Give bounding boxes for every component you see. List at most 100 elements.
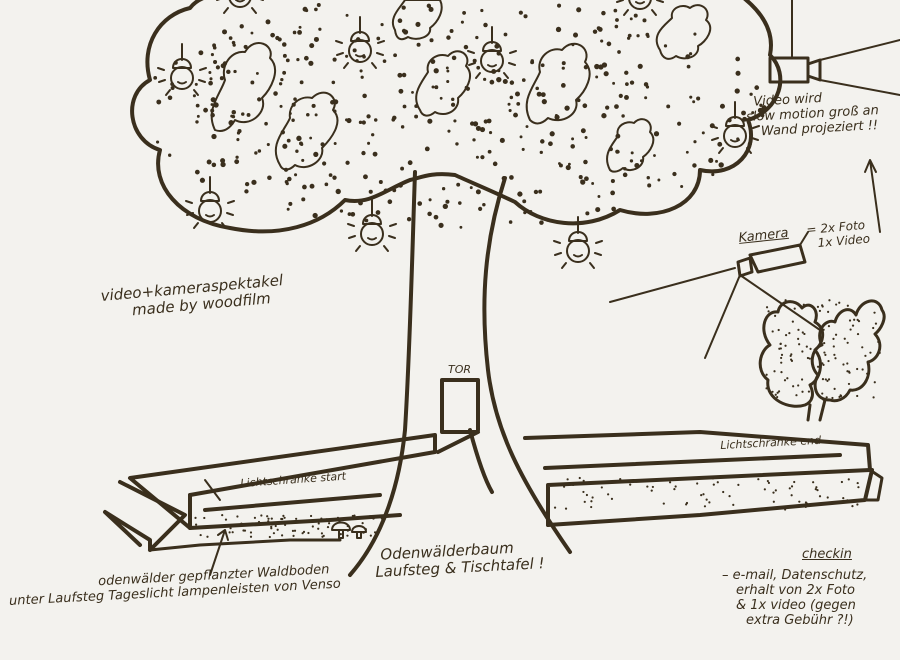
texture-dot xyxy=(734,88,740,94)
texture-dot xyxy=(293,529,297,532)
texture-dot xyxy=(475,35,479,40)
texture-dot xyxy=(823,351,826,354)
bulb-group xyxy=(157,0,760,269)
texture-dot xyxy=(236,138,240,142)
texture-dot xyxy=(291,529,295,532)
light-bulb-icon xyxy=(157,43,207,96)
texture-dot xyxy=(239,24,244,29)
texture-dot xyxy=(614,480,617,483)
texture-dot xyxy=(274,524,277,528)
texture-dot xyxy=(221,514,224,517)
texture-dot xyxy=(282,70,287,75)
texture-dot xyxy=(206,535,209,538)
texture-dot xyxy=(508,108,512,113)
texture-dot xyxy=(629,483,632,486)
texture-dot xyxy=(442,203,449,210)
texture-dot xyxy=(811,389,814,392)
texture-dot xyxy=(320,517,323,520)
texture-dot xyxy=(320,532,324,535)
camera-leader xyxy=(799,231,809,246)
texture-dot xyxy=(765,387,768,390)
texture-dot xyxy=(814,488,817,491)
texture-dot xyxy=(199,533,202,537)
texture-dot xyxy=(208,80,213,86)
texture-dot xyxy=(803,332,806,336)
texture-dot xyxy=(650,489,653,492)
texture-dot xyxy=(445,199,450,204)
leaf-shape xyxy=(274,91,339,171)
texture-dot xyxy=(359,69,363,73)
texture-dot xyxy=(832,337,835,341)
texture-dot xyxy=(242,529,245,532)
texture-dot xyxy=(371,133,375,137)
texture-dot xyxy=(401,72,407,78)
texture-dot xyxy=(475,125,481,131)
texture-dot xyxy=(815,486,818,489)
texture-dot xyxy=(208,71,212,75)
texture-dot xyxy=(308,60,314,66)
texture-dot xyxy=(653,154,656,157)
texture-dot xyxy=(567,162,571,166)
texture-dot xyxy=(492,161,498,167)
texture-dot xyxy=(583,159,588,165)
texture-dot xyxy=(797,337,800,340)
bush-texture xyxy=(765,299,881,402)
texture-dot xyxy=(333,142,337,145)
texture-dot xyxy=(309,136,313,140)
texture-dot xyxy=(194,516,197,519)
texture-dot xyxy=(772,500,775,503)
texture-dot xyxy=(839,394,842,397)
texture-dot xyxy=(666,104,671,109)
texture-dot xyxy=(646,34,650,38)
texture-dot xyxy=(702,493,705,496)
texture-dot xyxy=(823,341,826,345)
texture-dot xyxy=(298,25,302,29)
texture-dot xyxy=(642,18,647,23)
texture-dot xyxy=(805,345,808,348)
texture-dot xyxy=(306,112,310,117)
leaf-shape xyxy=(210,42,276,132)
texture-dot xyxy=(856,394,859,398)
texture-dot xyxy=(790,358,793,361)
texture-dot xyxy=(708,157,714,163)
texture-dot xyxy=(380,23,384,27)
texture-dot xyxy=(483,119,488,124)
texture-dot xyxy=(268,535,271,539)
texture-dot xyxy=(776,391,779,394)
texture-dot xyxy=(360,75,364,79)
texture-dot xyxy=(842,497,845,500)
texture-dot xyxy=(853,318,856,321)
texture-dot xyxy=(401,28,407,34)
texture-dot xyxy=(802,303,805,306)
texture-dot xyxy=(610,497,614,501)
texture-dot xyxy=(825,396,828,399)
texture-dot xyxy=(533,189,539,195)
texture-dot xyxy=(232,43,236,47)
texture-dot xyxy=(210,53,214,57)
texture-dot xyxy=(562,485,566,488)
texture-dot xyxy=(869,351,872,354)
texture-dot xyxy=(780,353,784,356)
texture-dot xyxy=(861,368,864,371)
texture-dot xyxy=(397,18,403,24)
texture-dot xyxy=(168,153,172,157)
texture-dot xyxy=(831,396,834,400)
texture-dot xyxy=(754,85,760,90)
texture-dot xyxy=(294,173,298,177)
texture-dot xyxy=(257,149,262,153)
texture-dot xyxy=(647,183,652,188)
walkway-right-step xyxy=(863,468,884,502)
texture-dot xyxy=(302,6,308,12)
texture-dot xyxy=(254,151,258,155)
texture-dot xyxy=(856,503,859,506)
kamera-spec: = 2x Foto 1x Video xyxy=(806,218,871,252)
texture-dot xyxy=(431,85,435,89)
texture-dot xyxy=(280,78,284,82)
texture-dot xyxy=(529,209,533,213)
texture-dot xyxy=(368,189,373,194)
texture-dot xyxy=(441,187,446,191)
texture-dot xyxy=(257,97,262,102)
texture-dot xyxy=(292,30,297,35)
texture-dot xyxy=(475,189,481,195)
texture-dot xyxy=(571,137,575,141)
